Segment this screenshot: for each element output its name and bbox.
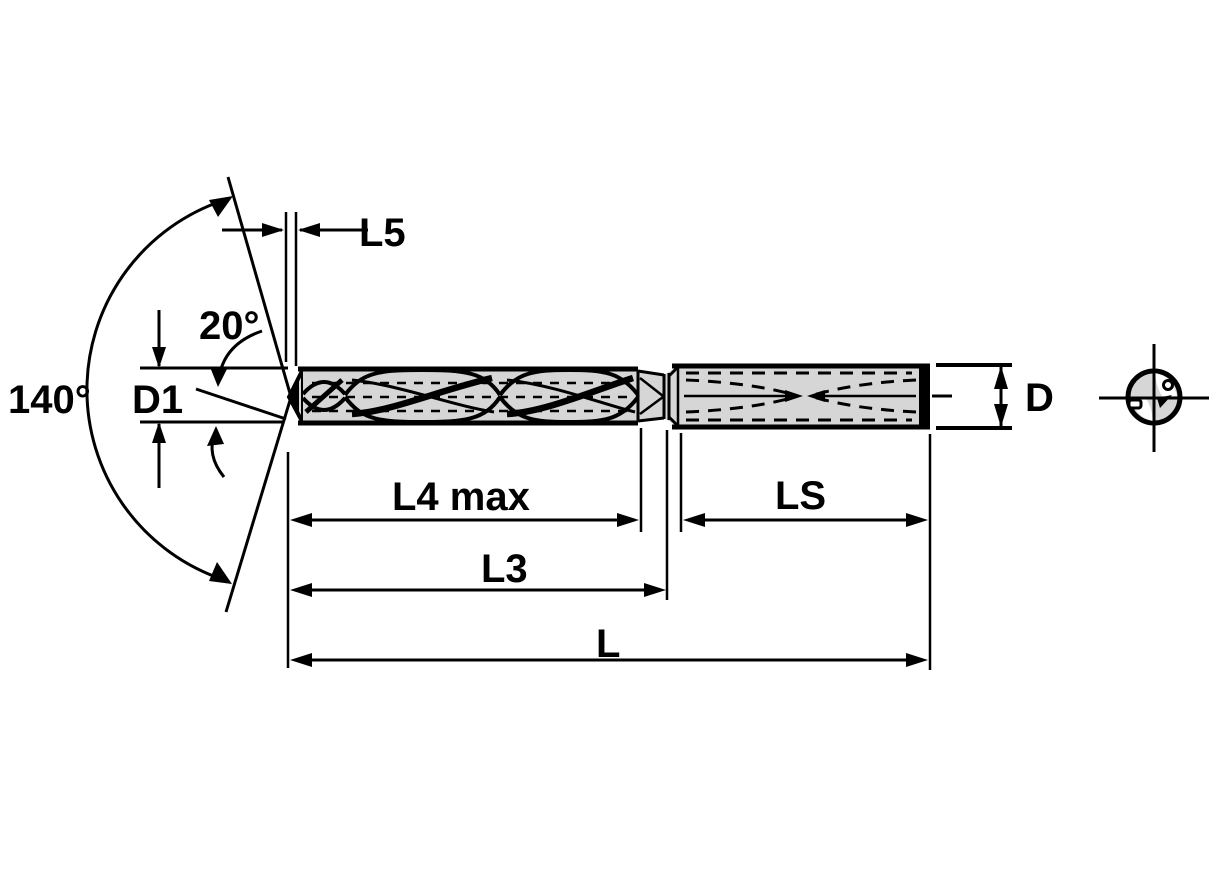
l3-arrowhead-left <box>290 583 312 597</box>
d1-dimension: D1 <box>132 310 288 488</box>
shank-end-face <box>919 366 930 427</box>
label-overall-length: L <box>596 622 620 666</box>
secondary-angle-annotation: 20° <box>195 304 287 478</box>
flute-curve <box>301 396 347 412</box>
ls-arrowhead-left <box>683 513 705 527</box>
label-tip-diameter: D1 <box>132 378 183 422</box>
ls-arrowhead-right <box>906 513 928 527</box>
label-point-angle: 140° <box>8 378 91 422</box>
neck-line <box>637 416 665 423</box>
ls-dimension: LS <box>683 474 928 527</box>
neck-line <box>637 369 665 377</box>
label-secondary-angle: 20° <box>199 304 260 348</box>
point-face-extension-line-upper <box>226 176 293 398</box>
d-arrowhead-down <box>994 404 1008 427</box>
flute-runout-neck <box>636 365 680 428</box>
l-arrowhead-right <box>906 653 928 667</box>
l3-arrowhead-right <box>644 583 666 597</box>
d1-arrowhead-down <box>152 347 166 368</box>
label-usable-length: L3 <box>481 547 528 591</box>
point-angle-arc <box>85 201 217 579</box>
secondary-angle-arrowhead-lower <box>207 426 224 446</box>
flute-curve <box>301 380 347 396</box>
d-arrowhead-up <box>994 366 1008 389</box>
flute-helix-band <box>304 378 344 414</box>
label-flute-length-max: L4 max <box>392 475 530 519</box>
coolant-hole-upper <box>1162 379 1174 391</box>
tip-vertex-shading <box>289 379 299 415</box>
label-point-length: L5 <box>359 211 406 255</box>
l5-dimension: L5 <box>222 211 406 366</box>
l-arrowhead-left <box>290 653 312 667</box>
l4max-arrowhead-right <box>617 513 639 527</box>
drill-body <box>286 363 952 430</box>
drill-flutes <box>298 366 640 426</box>
point-angle-annotation: 140° <box>8 176 293 613</box>
secondary-angle-arrowhead-upper <box>210 367 227 387</box>
flute-helix-band <box>351 374 493 418</box>
l4max-dimension: L4 max <box>290 475 639 527</box>
d-dimension: D <box>936 363 1054 430</box>
l-dimension: L <box>290 622 928 667</box>
centerline-arrowhead-right-pointing <box>785 390 803 402</box>
l5-arrowhead-right-pointing <box>262 223 284 237</box>
l4max-arrowhead-left <box>290 513 312 527</box>
secondary-angle-line <box>195 387 287 421</box>
label-shank-diameter: D <box>1025 376 1054 420</box>
length-dimensions: L4 max LS L3 L <box>286 428 932 670</box>
point-face-extension-line-lower <box>224 396 293 613</box>
l5-arrowhead-left-pointing <box>298 223 320 237</box>
cross-section-view <box>1099 344 1209 452</box>
neck-fill <box>638 371 664 421</box>
arc-arrowhead-bottom <box>209 562 232 584</box>
neck-runout-line <box>639 395 664 416</box>
l3-dimension: L3 <box>290 547 666 597</box>
arc-arrowhead-top <box>209 196 233 217</box>
label-shank-length: LS <box>775 474 826 518</box>
centerline-arrowhead-left-pointing <box>807 390 825 402</box>
d1-arrowhead-up <box>152 422 166 443</box>
neck-runout-line <box>639 377 664 397</box>
coolant-hole-lower <box>1127 398 1143 410</box>
drill-shank <box>672 363 952 430</box>
